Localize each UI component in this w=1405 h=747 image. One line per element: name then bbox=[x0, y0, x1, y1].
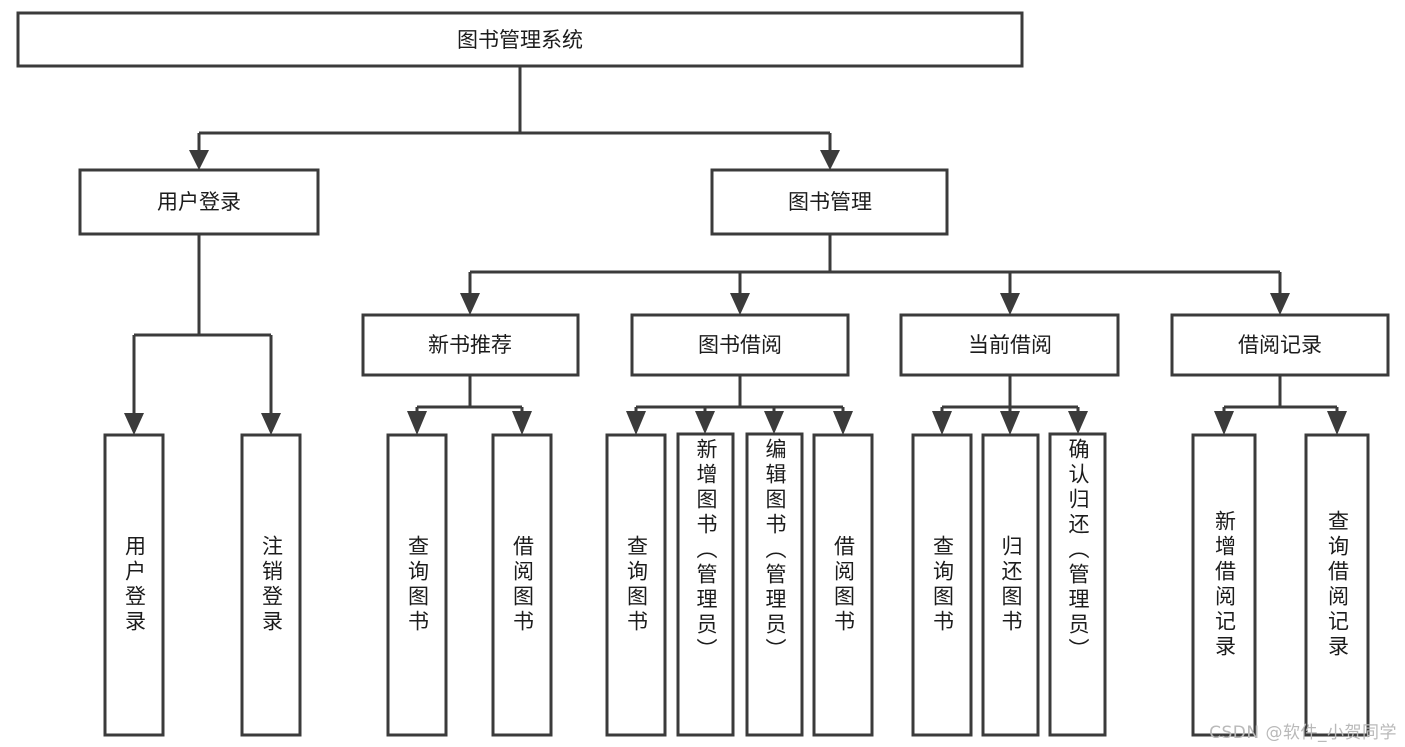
node-leaf-confirm-return-admin[interactable] bbox=[1048, 432, 1107, 737]
arrow-leaf-edit-book-admin bbox=[764, 411, 784, 434]
node-borrow-record[interactable] bbox=[1170, 313, 1390, 377]
node-leaf-query-book-3[interactable] bbox=[911, 433, 973, 737]
node-leaf-logout-login[interactable] bbox=[240, 433, 302, 737]
arrow-leaf-user-login bbox=[124, 413, 144, 435]
node-leaf-query-borrow-record[interactable] bbox=[1304, 433, 1370, 737]
node-new-book-recommend[interactable] bbox=[361, 313, 580, 377]
arrow-to-book-borrow bbox=[730, 293, 750, 315]
arrow-leaf-query-book-3 bbox=[932, 411, 952, 435]
node-leaf-user-login[interactable] bbox=[103, 433, 165, 737]
arrow-leaf-query-borrow-record bbox=[1327, 411, 1347, 435]
arrow-to-user-login bbox=[189, 150, 209, 170]
arrow-leaf-add-borrow-record bbox=[1214, 411, 1234, 435]
arrow-leaf-query-book-1 bbox=[407, 411, 427, 435]
node-leaf-edit-book-admin[interactable] bbox=[745, 432, 804, 737]
node-book-borrow-label: 图书借阅 bbox=[698, 333, 782, 357]
node-leaf-add-book-admin[interactable] bbox=[676, 432, 735, 737]
arrow-leaf-borrow-book-2 bbox=[833, 411, 853, 435]
node-leaf-query-book-1[interactable] bbox=[386, 433, 448, 737]
node-leaf-query-book-2[interactable] bbox=[605, 433, 667, 737]
node-leaf-add-borrow-record[interactable] bbox=[1191, 433, 1257, 737]
node-current-borrow[interactable] bbox=[899, 313, 1120, 377]
arrow-to-book-management bbox=[820, 150, 840, 170]
node-borrow-record-label: 借阅记录 bbox=[1238, 333, 1322, 357]
node-user-login[interactable] bbox=[78, 168, 320, 236]
node-leaf-borrow-book-2[interactable] bbox=[812, 433, 874, 737]
arrow-leaf-return-book bbox=[1000, 411, 1020, 435]
node-user-login-label: 用户登录 bbox=[157, 190, 241, 214]
connectors bbox=[124, 66, 1347, 435]
node-current-borrow-label: 当前借阅 bbox=[968, 333, 1052, 357]
node-root-label: 图书管理系统 bbox=[457, 28, 583, 52]
arrow-to-borrow-record bbox=[1270, 293, 1290, 315]
node-book-management-label: 图书管理 bbox=[788, 190, 872, 214]
node-book-management[interactable] bbox=[710, 168, 949, 236]
node-leaf-borrow-book-1[interactable] bbox=[491, 433, 553, 737]
arrow-to-new-book-recommend bbox=[460, 293, 480, 315]
arrow-leaf-borrow-book-1 bbox=[512, 411, 532, 435]
node-boxes: 图书管理系统 用户登录 图书管理 新书推荐 图书借阅 当前借阅 借阅记录 bbox=[16, 11, 1390, 737]
arrow-leaf-add-book-admin bbox=[695, 411, 715, 434]
arrow-to-current-borrow bbox=[1000, 293, 1020, 315]
csdn-watermark: CSDN @软件_小贺同学 bbox=[1209, 723, 1397, 743]
arrow-leaf-confirm-return-admin bbox=[1068, 411, 1088, 434]
node-root[interactable] bbox=[16, 11, 1024, 68]
node-new-book-recommend-label: 新书推荐 bbox=[428, 333, 512, 357]
arrow-leaf-logout-login bbox=[261, 413, 281, 435]
arrow-leaf-query-book-2 bbox=[626, 411, 646, 435]
node-leaf-return-book[interactable] bbox=[981, 433, 1040, 737]
node-book-borrow[interactable] bbox=[630, 313, 850, 377]
